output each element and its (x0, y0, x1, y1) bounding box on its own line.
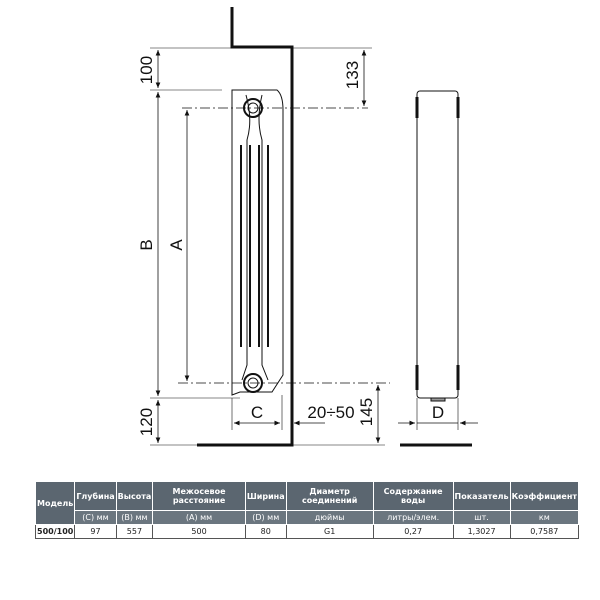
header-height: Высота (115, 481, 154, 511)
header-width: Ширина (244, 481, 287, 511)
cell: 97 (74, 524, 117, 539)
dim-d: D (432, 403, 444, 422)
header-indicator: Показатель (452, 481, 511, 511)
header-model: Модель (34, 481, 76, 525)
spec-table: Модель Глубина Высота Межосевое расстоян… (34, 481, 580, 539)
header-depth: Глубина (74, 481, 117, 511)
dim-145: 145 (357, 398, 376, 426)
dim-120: 120 (137, 408, 156, 436)
cell: 0,7587 (509, 524, 580, 539)
header-coefficient: Коэффициент (509, 481, 580, 511)
unit: дюймы (285, 510, 374, 525)
header-diameter: Диаметр соединений (285, 481, 374, 511)
unit: шт. (452, 510, 511, 525)
table-row: 500/100 97 557 500 80 G1 0,27 1,3027 0,7… (34, 524, 580, 539)
unit: литры/элем. (372, 510, 454, 525)
header-water: Содержание воды (372, 481, 454, 511)
cell: 500 (152, 524, 246, 539)
cell: 0,27 (372, 524, 454, 539)
dim-100: 100 (137, 56, 156, 84)
dim-b: B (137, 239, 156, 250)
cell: 80 (244, 524, 287, 539)
dim-a: A (167, 239, 186, 251)
unit: (B) мм (115, 510, 154, 525)
dim-c: C (251, 403, 263, 422)
unit: (A) мм (152, 510, 246, 525)
unit: (D) мм (244, 510, 287, 525)
cell: 557 (115, 524, 154, 539)
cell: G1 (285, 524, 374, 539)
radiator-diagram: 100 B 120 A 133 145 C 20÷50 D (137, 7, 478, 447)
cell: 1,3027 (452, 524, 511, 539)
header-axis-distance: Межосевое расстояние (152, 481, 246, 511)
radiator-front (231, 89, 284, 396)
radiator-side (415, 90, 460, 402)
dim-133: 133 (343, 61, 362, 89)
cell: 500/100 (34, 524, 76, 539)
unit: (C) мм (74, 510, 117, 525)
dim-wall-gap: 20÷50 (307, 403, 354, 422)
unit: км (509, 510, 580, 525)
